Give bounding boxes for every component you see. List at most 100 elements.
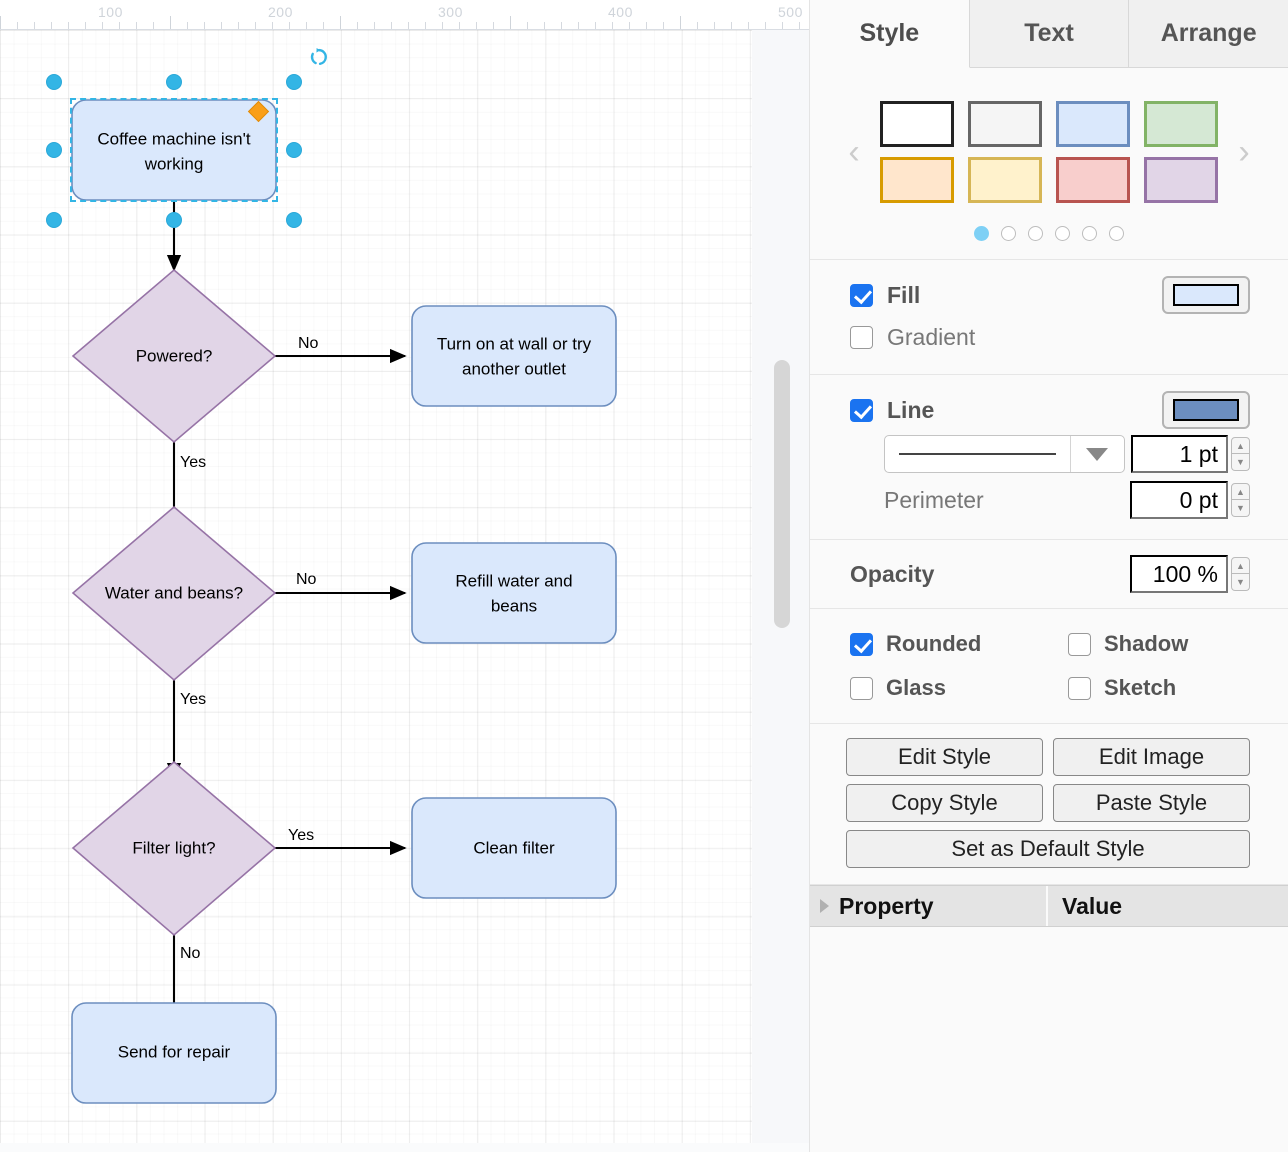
node-filter-light[interactable]: [71, 760, 277, 937]
sketch-checkbox[interactable]: [1068, 676, 1091, 700]
node-start-label-line2: working: [144, 154, 204, 173]
edge-label-filter-yes: Yes: [288, 827, 314, 844]
palette-page-dots: [810, 226, 1288, 241]
node-turn-on-label-line2: another outlet: [462, 359, 566, 378]
perimeter-stepper-down[interactable]: ▼: [1231, 500, 1250, 517]
expand-triangle-icon[interactable]: [820, 899, 829, 913]
shadow-row: Shadow: [1068, 631, 1288, 657]
rounded-checkbox[interactable]: [850, 632, 873, 656]
fill-color-button[interactable]: [1162, 276, 1250, 314]
gradient-checkbox[interactable]: [850, 325, 873, 349]
canvas-area[interactable]: 100 200 300 400 500 No Yes: [0, 0, 809, 1152]
style-flags-section: Rounded Shadow Glass Sketch: [810, 609, 1288, 724]
sketch-label: Sketch: [1104, 675, 1177, 700]
swatch-green[interactable]: [1144, 101, 1218, 147]
horizontal-ruler: 100 200 300 400 500: [0, 0, 809, 30]
line-color-button[interactable]: [1162, 391, 1250, 429]
glass-row: Glass: [850, 675, 1068, 701]
perimeter-stepper-up[interactable]: ▲: [1231, 483, 1250, 500]
opacity-input[interactable]: 100 %: [1130, 555, 1228, 593]
resize-handle-top-center[interactable]: [166, 74, 182, 90]
perimeter-stepper[interactable]: ▲ ▼: [1231, 483, 1250, 517]
palette-dot-1[interactable]: [974, 226, 989, 241]
value-column-label: Value: [1062, 892, 1123, 919]
node-send-repair-label: Send for repair: [118, 1042, 231, 1061]
palette-prev-arrow[interactable]: ‹: [848, 133, 860, 171]
edge-label-water-no: No: [296, 571, 317, 588]
node-turn-on[interactable]: [411, 305, 617, 407]
node-powered[interactable]: [71, 268, 277, 444]
resize-handle-bottom-right[interactable]: [286, 212, 302, 228]
style-actions-section: Edit Style Edit Image Copy Style Paste S…: [810, 724, 1288, 885]
palette-dot-5[interactable]: [1082, 226, 1097, 241]
shadow-checkbox[interactable]: [1068, 632, 1091, 656]
swatch-grey[interactable]: [968, 101, 1042, 147]
chevron-down-icon[interactable]: [1069, 436, 1124, 472]
perimeter-input[interactable]: 0 pt: [1130, 481, 1228, 519]
sketch-row: Sketch: [1068, 675, 1288, 701]
node-water-beans[interactable]: [71, 505, 277, 682]
opacity-label: Opacity: [850, 560, 935, 587]
palette-dot-3[interactable]: [1028, 226, 1043, 241]
canvas-scrollbar-thumb[interactable]: [774, 360, 790, 628]
canvas-vertical-scrollbar[interactable]: [774, 30, 800, 1143]
swatch-purple[interactable]: [1144, 157, 1218, 203]
palette-dot-2[interactable]: [1001, 226, 1016, 241]
resize-handle-middle-right[interactable]: [286, 142, 302, 158]
glass-checkbox[interactable]: [850, 676, 873, 700]
resize-handle-bottom-center[interactable]: [166, 212, 182, 228]
line-width-stepper-up[interactable]: ▲: [1231, 437, 1250, 454]
property-column-header[interactable]: Property: [810, 886, 1048, 926]
tab-arrange[interactable]: Arrange: [1129, 0, 1288, 68]
node-start[interactable]: [71, 99, 277, 201]
edge-label-filter-no: No: [180, 945, 201, 962]
edge-label-water-yes: Yes: [180, 691, 206, 708]
node-filter-light-label: Filter light?: [132, 838, 215, 857]
tab-style[interactable]: Style: [810, 0, 970, 68]
set-as-default-style-button[interactable]: Set as Default Style: [846, 830, 1250, 868]
line-width-input[interactable]: 1 pt: [1130, 435, 1228, 473]
rounded-label: Rounded: [886, 631, 982, 656]
node-send-repair[interactable]: [71, 1002, 277, 1104]
copy-style-button[interactable]: Copy Style: [846, 784, 1043, 822]
palette-dot-6[interactable]: [1109, 226, 1124, 241]
property-column-label: Property: [839, 892, 934, 919]
line-label: Line: [887, 396, 935, 423]
line-width-stepper-down[interactable]: ▼: [1231, 454, 1250, 471]
node-refill-label-line2: beans: [491, 596, 537, 615]
swatch-white[interactable]: [880, 101, 954, 147]
diagram-canvas[interactable]: No Yes No Yes Yes No Coffee machine isn'…: [0, 30, 809, 1152]
format-tabs: Style Text Arrange: [810, 0, 1288, 68]
opacity-stepper-down[interactable]: ▼: [1231, 574, 1250, 591]
tab-text[interactable]: Text: [969, 0, 1130, 68]
edge-label-powered-no: No: [298, 335, 319, 352]
swatch-orange[interactable]: [880, 157, 954, 203]
resize-handle-top-right[interactable]: [286, 74, 302, 90]
resize-handle-middle-left[interactable]: [46, 142, 62, 158]
palette-dot-4[interactable]: [1055, 226, 1070, 241]
swatch-blue[interactable]: [1056, 101, 1130, 147]
line-width-stepper[interactable]: ▲ ▼: [1231, 437, 1250, 471]
fill-checkbox[interactable]: [850, 283, 873, 307]
node-refill[interactable]: [411, 542, 617, 644]
style-swatch-grid: [880, 101, 1218, 203]
edit-image-button[interactable]: Edit Image: [1053, 738, 1250, 776]
opacity-stepper[interactable]: ▲ ▼: [1231, 557, 1250, 591]
resize-handle-top-left[interactable]: [46, 74, 62, 90]
line-style-dropdown[interactable]: [884, 435, 1125, 473]
swatch-red[interactable]: [1056, 157, 1130, 203]
line-checkbox[interactable]: [850, 398, 873, 422]
edit-style-button[interactable]: Edit Style: [846, 738, 1043, 776]
paste-style-button[interactable]: Paste Style: [1053, 784, 1250, 822]
palette-next-arrow[interactable]: ›: [1238, 133, 1250, 171]
rotate-icon[interactable]: [308, 46, 330, 68]
value-column-header: Value: [1048, 886, 1288, 926]
node-water-beans-label: Water and beans?: [105, 583, 243, 602]
opacity-section: Opacity 100 % ▲ ▼: [810, 540, 1288, 609]
swatch-yellow[interactable]: [968, 157, 1042, 203]
resize-handle-bottom-left[interactable]: [46, 212, 62, 228]
perimeter-label: Perimeter: [884, 486, 984, 513]
node-clean-filter[interactable]: [411, 797, 617, 899]
opacity-stepper-up[interactable]: ▲: [1231, 557, 1250, 574]
node-clean-filter-label: Clean filter: [473, 838, 555, 857]
